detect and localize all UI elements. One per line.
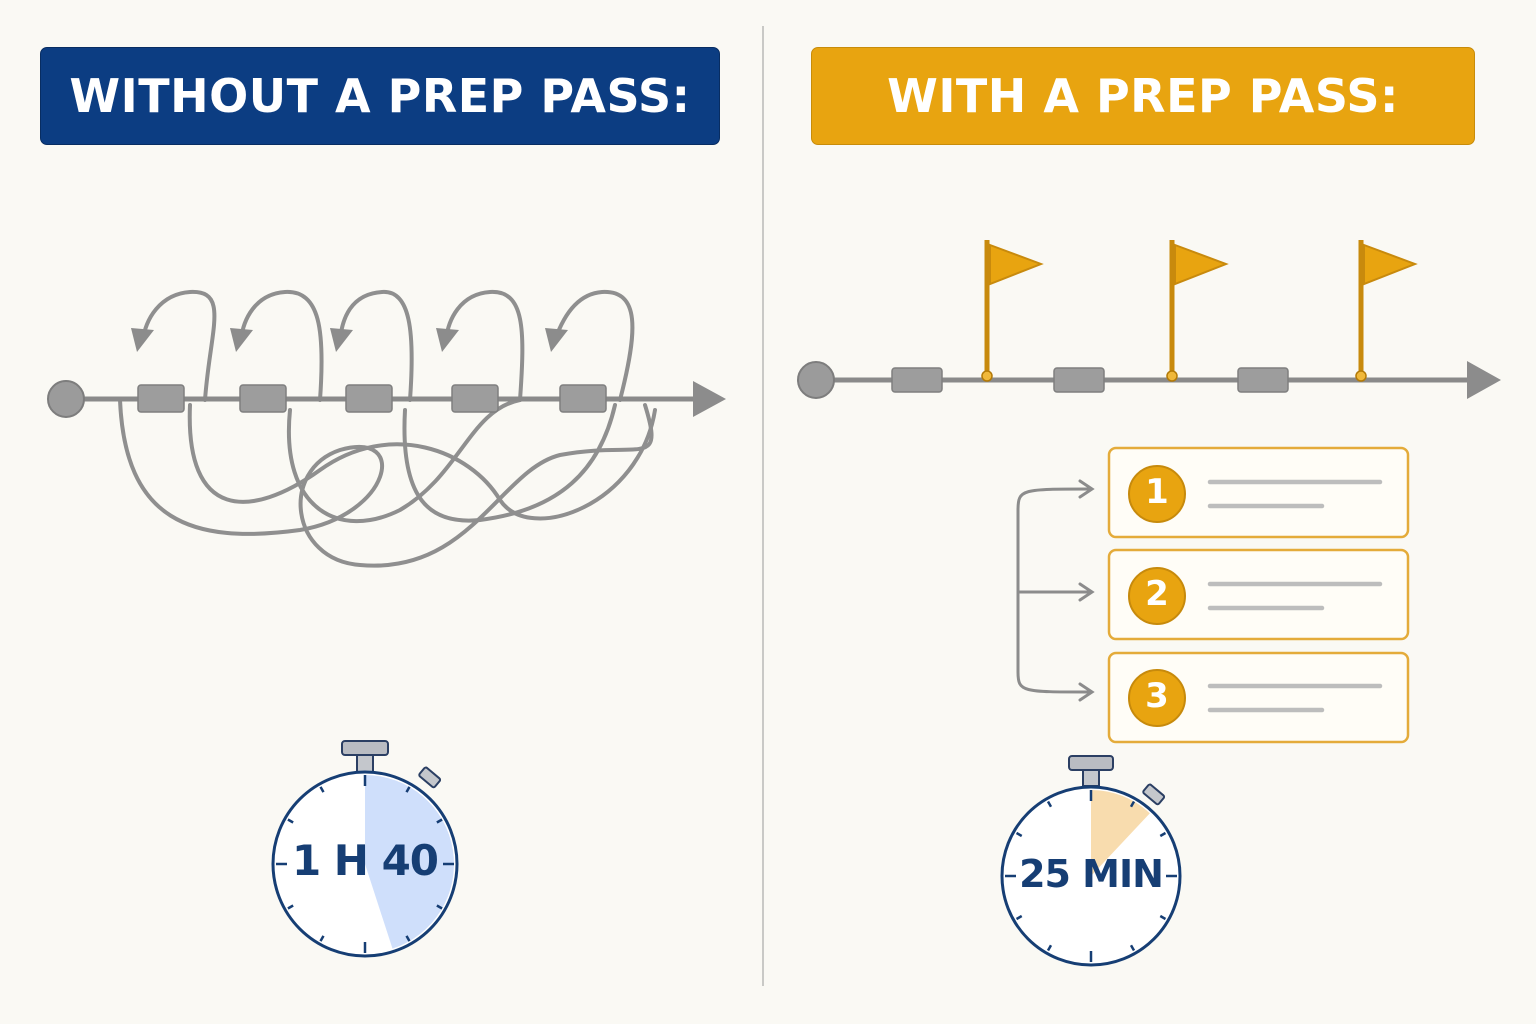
step-number-2: 2 xyxy=(1129,574,1185,614)
timeline-start-node xyxy=(797,361,835,399)
stopwatch-tick xyxy=(405,786,411,793)
flags xyxy=(981,240,1418,382)
stopwatch-side-button xyxy=(1142,783,1166,806)
loop-arrow-1 xyxy=(141,289,217,402)
stopwatch-tick xyxy=(1159,831,1167,838)
stopwatch-tick xyxy=(1129,944,1136,952)
stopwatch-tick xyxy=(287,818,294,824)
stopwatch-tick xyxy=(1046,944,1053,952)
step-card-2 xyxy=(1107,548,1410,641)
stopwatch-stem xyxy=(356,754,374,773)
structured-timeline-diagram xyxy=(797,240,1501,967)
loop-arrow-3 xyxy=(338,289,414,402)
right-timer-label-text: 25 MIN xyxy=(1019,852,1164,896)
loop-arrow-4 xyxy=(444,289,525,402)
timeline-start-node xyxy=(47,380,85,418)
stopwatch-stem xyxy=(1082,769,1100,787)
timeline-step xyxy=(1237,367,1289,393)
timeline-step xyxy=(451,384,499,413)
stopwatch-elapsed-fill xyxy=(365,775,455,949)
tangled-timeline-diagram xyxy=(47,289,726,958)
loop-arrow-2 xyxy=(239,289,324,402)
flag-icon xyxy=(981,240,1044,382)
timeline-arrowhead xyxy=(693,381,726,417)
timeline-steps xyxy=(137,384,607,413)
step-number-badge xyxy=(1128,465,1186,523)
stopwatch-icon xyxy=(1000,755,1182,967)
stopwatch-tick xyxy=(287,904,294,910)
timeline-step xyxy=(137,384,185,413)
tangled-loops xyxy=(118,289,657,568)
title-without-prep: WITHOUT A PREP PASS: xyxy=(40,47,720,145)
stopwatch-tick xyxy=(1015,914,1023,921)
step-number-badge xyxy=(1128,567,1186,625)
flag-icon xyxy=(1355,240,1418,382)
step-cards xyxy=(1107,446,1410,744)
step-number-1: 1 xyxy=(1129,472,1185,512)
stopwatch-ticks xyxy=(276,775,454,953)
stopwatch-tick xyxy=(436,904,443,910)
timeline-arrowhead xyxy=(1467,361,1501,399)
panel-without-prep: WITHOUT A PREP PASS: xyxy=(0,0,762,1024)
panel-with-prep: WITH A PREP PASS: xyxy=(764,0,1536,1024)
stopwatch-tick xyxy=(1046,800,1053,808)
loop-arrow-icon xyxy=(545,328,568,352)
title-with-prep: WITH A PREP PASS: xyxy=(811,47,1475,145)
panel-divider xyxy=(762,26,764,986)
right-timer-label: 25 MIN xyxy=(1006,852,1176,896)
loop-arrow-icon xyxy=(436,328,459,352)
branch-arrow-icon xyxy=(1016,479,1095,702)
timeline-steps xyxy=(891,367,1289,393)
stopwatch-tick xyxy=(1159,914,1167,921)
timeline-step xyxy=(559,384,607,413)
step-card-3 xyxy=(1107,651,1410,744)
stopwatch-elapsed-fill xyxy=(1091,790,1150,876)
step-number-3: 3 xyxy=(1129,676,1185,716)
stopwatch-button xyxy=(341,740,389,756)
stopwatch-tick xyxy=(1015,831,1023,838)
step-number-badge xyxy=(1128,669,1186,727)
stopwatch-tick xyxy=(436,818,443,824)
timeline-step xyxy=(345,384,393,413)
loop-arrow-icon xyxy=(330,328,353,352)
step-card-1 xyxy=(1107,446,1410,539)
loop-arrow-5 xyxy=(553,289,635,402)
left-timer-label-text: 1 H 40 xyxy=(291,836,439,885)
stopwatch-tick xyxy=(319,935,325,942)
title-without-prep-text: WITHOUT A PREP PASS: xyxy=(69,69,691,123)
stopwatch-tick xyxy=(319,786,325,793)
stopwatch-tick xyxy=(405,935,411,942)
flag-icon xyxy=(1166,240,1229,382)
loop-arrow-icon xyxy=(230,328,253,352)
title-with-prep-text: WITH A PREP PASS: xyxy=(887,69,1399,123)
timeline-step xyxy=(1053,367,1105,393)
step-number-2-text: 2 xyxy=(1145,574,1169,614)
stopwatch-icon xyxy=(271,740,459,958)
timeline-step xyxy=(239,384,287,413)
stopwatch-button xyxy=(1068,755,1114,771)
stopwatch-ticks xyxy=(1005,790,1177,962)
loop-arrow-icon xyxy=(131,328,154,352)
step-number-1-text: 1 xyxy=(1145,472,1169,512)
step-number-3-text: 3 xyxy=(1145,676,1169,716)
left-timer-label: 1 H 40 xyxy=(285,836,445,885)
stopwatch-tick xyxy=(1129,800,1136,808)
timeline-step xyxy=(891,367,943,393)
stopwatch-side-button xyxy=(418,766,442,789)
loop-arrowheads xyxy=(131,328,568,352)
